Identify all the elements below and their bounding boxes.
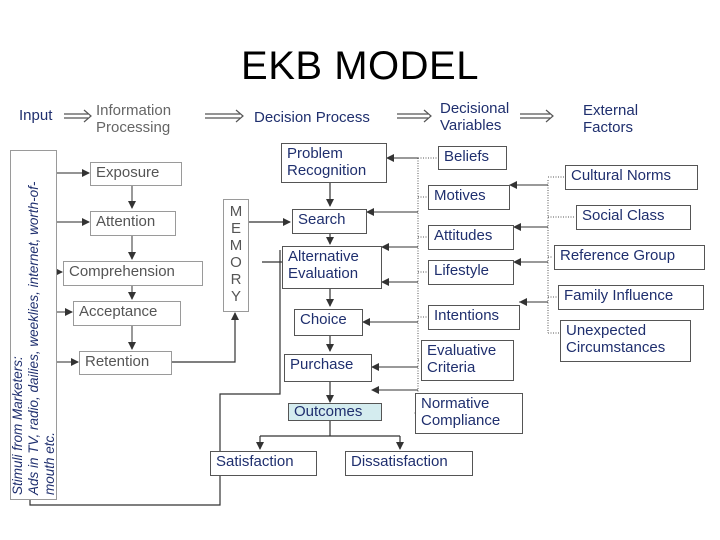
external-unexpected-circumstances: Unexpected Circumstances [560,320,691,362]
evaluative-criteria-line2: Criteria [427,359,476,376]
external-cultural-norms: Cultural Norms [565,165,698,190]
external-reference-group: Reference Group [554,245,705,270]
header-info-processing-line2: Processing [96,119,171,136]
header-decision-process: Decision Process [254,109,370,126]
evaluative-criteria-line1: Evaluative [427,342,497,359]
stimuli-line2: Ads in TV, radio, dailies, weeklies, int… [25,181,57,495]
variable-lifestyle: Lifestyle [428,260,514,285]
header-decisional-variables-line2: Variables [440,117,502,134]
variable-normative-compliance: Normative Compliance [415,393,523,434]
external-arrows [509,181,548,306]
variable-attitudes: Attitudes [428,225,514,250]
info-step-attention: Attention [90,211,176,236]
header-decisional-variables-line1: Decisional [440,100,510,117]
memory-letter: M [229,203,243,220]
info-step-acceptance: Acceptance [73,301,181,326]
problem-recognition-line2: Recognition [287,162,367,179]
decision-dissatisfaction: Dissatisfaction [345,451,473,476]
variables-arrows [362,154,418,394]
decision-alternative-evaluation: Alternative Evaluation [282,246,382,289]
decision-purchase: Purchase [284,354,372,382]
header-external-factors: External Factors [583,102,638,136]
decision-problem-recognition: Problem Recognition [281,143,387,183]
decision-outcomes: Outcomes [288,403,382,421]
header-info-processing-line1: Information [96,102,172,119]
variable-motives: Motives [428,185,510,210]
variable-beliefs: Beliefs [438,146,507,170]
normative-compliance-line1: Normative [421,395,490,412]
stimuli-text: Stimuli from Marketers: Ads in TV, radio… [10,155,58,495]
memory-letter: E [230,220,241,237]
header-decisional-variables: Decisional Variables [440,100,509,134]
alternative-evaluation-line1: Alternative [288,248,359,265]
info-step-exposure: Exposure [90,162,182,186]
info-step-retention: Retention [79,351,172,375]
header-external-factors-line2: Factors [583,119,634,136]
decision-satisfaction: Satisfaction [210,451,317,476]
header-info-processing: Information Processing [96,102,171,136]
memory-box: M E M O R Y [223,199,249,312]
normative-compliance-line2: Compliance [421,412,501,429]
page-title: EKB MODEL [241,44,479,88]
header-external-factors-line1: External [583,102,639,119]
variable-intentions: Intentions [428,305,520,330]
memory-letter: R [230,271,242,288]
decision-choice: Choice [294,309,363,336]
unexpected-circumstances-line1: Unexpected [566,322,647,339]
problem-recognition-line1: Problem [287,145,343,162]
header-arrows [64,109,554,123]
info-step-comprehension: Comprehension [63,261,203,286]
stimuli-arrows [55,169,90,366]
alternative-evaluation-line2: Evaluation [288,265,359,282]
memory-letter: M [229,237,243,254]
decision-arrows [256,183,404,450]
unexpected-circumstances-line2: Circumstances [566,339,666,356]
header-input: Input [19,107,53,124]
variable-evaluative-criteria: Evaluative Criteria [421,340,514,381]
stimuli-box: Stimuli from Marketers: Ads in TV, radio… [10,150,57,500]
memory-letter: Y [230,288,241,305]
memory-letter: O [230,254,242,271]
decision-search: Search [292,209,367,234]
external-social-class: Social Class [576,205,691,230]
stimuli-line1: Stimuli from Marketers: [9,356,25,495]
external-family-influence: Family Influence [558,285,704,310]
